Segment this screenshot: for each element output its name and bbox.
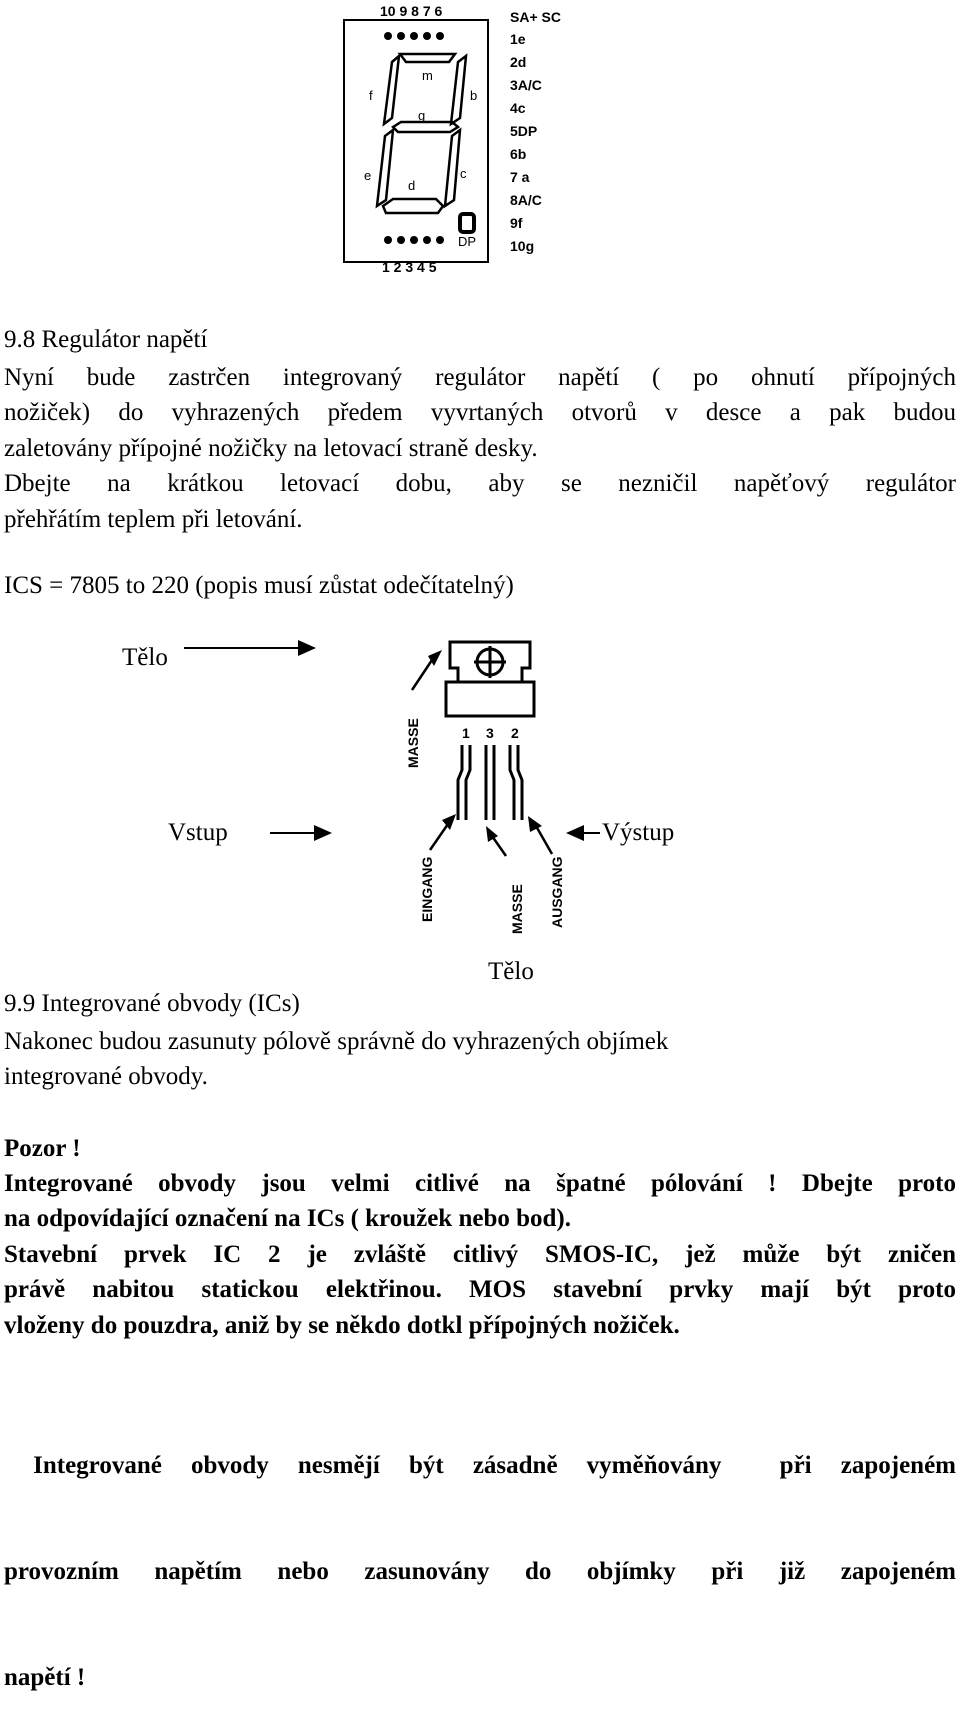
- pin-list-item: 6b: [510, 146, 526, 162]
- regulator-legs: [456, 745, 524, 820]
- segment-a: [397, 52, 458, 64]
- seven-segment-display-figure: 10 9 8 7 6 f m b g e d c DP 1 2 3 4 5 SA…: [343, 3, 561, 275]
- segment-g: [391, 120, 461, 134]
- regulator-figure: 1 3 2 MASSE EINGANG MASSE AUSGANG: [184, 640, 600, 934]
- final-line: napětí !: [4, 1664, 86, 1692]
- final-line: Integrované obvody nesmějí být zásadně v…: [4, 1451, 956, 1479]
- paragraph-line: nožiček) do vyhrazených předem vyvrtanýc…: [4, 399, 956, 427]
- section-9-9-paragraph: Nakonec budou zasunuty pólově správně do…: [4, 1024, 956, 1095]
- pin-list-item: 3A/C: [510, 77, 542, 93]
- label-g: g: [418, 108, 425, 123]
- label-d: d: [408, 178, 415, 193]
- paragraph-line: integrované obvody.: [4, 1063, 208, 1091]
- pointer-ground: [490, 835, 508, 857]
- segment-c: [443, 127, 462, 209]
- arrow-telo: [184, 640, 316, 656]
- label-f: f: [369, 88, 373, 103]
- pin-list-item: 8A/C: [510, 192, 542, 208]
- segment-dp: [458, 212, 476, 234]
- label-eingang: EINGANG: [419, 857, 435, 922]
- display-pin-list: SA+ SC 1e 2d 3A/C 4c 5DP 6b 7 a 8A/C 9f …: [510, 9, 561, 254]
- pin-list-item: 9f: [510, 215, 523, 231]
- paragraph-line: přehřátím teplem při letování.: [4, 505, 303, 533]
- pointer-output: [534, 825, 554, 855]
- label-b: b: [470, 88, 477, 103]
- pin-list-item: 2d: [510, 54, 526, 70]
- warning-line: právě nabitou statickou elektřinou. MOS …: [4, 1276, 956, 1304]
- label-masse-top: MASSE: [405, 718, 421, 768]
- segment-f: [382, 52, 401, 127]
- pin-number: 3: [486, 725, 494, 741]
- paragraph-line: zaletovány přípojné nožičky na letovací …: [4, 434, 538, 462]
- ics-line: ICS = 7805 to 220 (popis musí zůstat ode…: [4, 572, 514, 599]
- warning-line: na odpovídající označení na ICs ( krouže…: [4, 1205, 571, 1233]
- label-dp: DP: [458, 234, 476, 249]
- warning-line: Stavební prvek IC 2 je zvláště citlivý S…: [4, 1240, 956, 1268]
- pin-list-item: 10g: [510, 238, 534, 254]
- warning-paragraph: Integrované obvody jsou velmi citlivé na…: [4, 1166, 956, 1343]
- regulator-tab: [444, 640, 536, 718]
- section-9-8-heading: 9.8 Regulátor napětí: [4, 326, 208, 353]
- pin-list-item: SA+ SC: [510, 9, 561, 25]
- segment-d: [381, 197, 445, 215]
- label-masse-bottom: MASSE: [509, 884, 525, 934]
- label-vstup: Vstup: [168, 819, 228, 846]
- label-e: e: [364, 168, 371, 183]
- warning-line: vloženy do pouzdra, aniž by se někdo dot…: [4, 1311, 680, 1339]
- display-outline: [343, 19, 489, 263]
- display-top-pins: [384, 32, 444, 40]
- warning-title: Pozor !: [4, 1135, 81, 1162]
- label-m: m: [422, 68, 433, 83]
- final-line: provozním napětím nebo zasunovány do obj…: [4, 1558, 956, 1586]
- figure-canvas: 10 9 8 7 6 f m b g e d c DP 1 2 3 4 5 SA…: [184, 3, 600, 934]
- segment-e: [375, 127, 395, 209]
- arrow-vystup: [566, 825, 600, 841]
- pin-list-item: 7 a: [510, 169, 530, 185]
- label-telo-bottom: Tělo: [488, 958, 534, 985]
- warning-line: Integrované obvody jsou velmi citlivé na…: [4, 1170, 956, 1197]
- label-c: c: [460, 166, 467, 181]
- arrow-vstup: [270, 825, 332, 841]
- pointer-input: [428, 823, 450, 851]
- pin-list-item: 1e: [510, 31, 526, 47]
- paragraph-line: Dbejte na krátkou letovací dobu, aby se …: [4, 470, 956, 498]
- pin-number: 2: [511, 725, 519, 741]
- label-telo-top: Tělo: [122, 644, 168, 671]
- pin-list-item: 5DP: [510, 123, 537, 139]
- final-paragraph: Integrované obvody nesmějí být zásadně v…: [4, 1377, 956, 1731]
- paragraph-line: Nakonec budou zasunuty pólově správně do…: [4, 1028, 669, 1055]
- pin-number: 1: [462, 725, 470, 741]
- display-bottom-pins: [384, 236, 444, 244]
- section-9-8-paragraph: Nyní bude zastrčen integrovaný regulátor…: [4, 360, 956, 537]
- paragraph-line: Nyní bude zastrčen integrovaný regulátor…: [4, 364, 956, 391]
- display-segments: [375, 52, 476, 234]
- pin-list-item: 4c: [510, 100, 526, 116]
- section-9-9-heading: 9.9 Integrované obvody (ICs): [4, 990, 300, 1017]
- label-ausgang: AUSGANG: [549, 856, 565, 928]
- label-vystup: Výstup: [602, 819, 675, 846]
- display-bottom-digits: 1 2 3 4 5: [382, 259, 437, 275]
- pointer-tab: [410, 659, 434, 691]
- display-top-digits: 10 9 8 7 6: [380, 3, 442, 19]
- segment-b: [449, 53, 468, 127]
